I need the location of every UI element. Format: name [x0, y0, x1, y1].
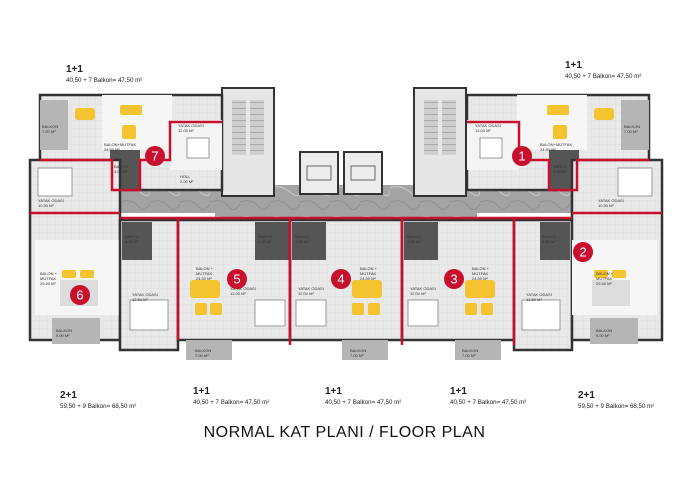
unit-marker-4: 4 — [331, 269, 351, 289]
unit-marker-6: 6 — [70, 285, 90, 305]
svg-text:1: 1 — [518, 149, 525, 164]
unit-marker-5: 5 — [227, 269, 247, 289]
unit-marker-3: 3 — [444, 269, 464, 289]
unit-marker-1: 1 — [512, 146, 532, 166]
svg-text:7: 7 — [151, 149, 158, 164]
unit-6 — [28, 158, 180, 352]
unit-markers: 7 1 6 5 4 3 2 — [70, 146, 593, 305]
unit-marker-2: 2 — [573, 242, 593, 262]
unit-5 — [176, 218, 292, 360]
svg-text:2: 2 — [579, 245, 586, 260]
svg-text:6: 6 — [76, 288, 83, 303]
stair-core-right — [413, 87, 467, 197]
plan-title: NORMAL KAT PLANI / FLOOR PLAN — [203, 424, 486, 441]
unit-7 — [38, 93, 224, 192]
svg-text:5: 5 — [233, 272, 240, 287]
elevators — [299, 151, 383, 195]
svg-text:4: 4 — [337, 272, 344, 287]
stair-core-left — [221, 87, 275, 197]
unit-boundaries — [30, 120, 662, 345]
svg-text:3: 3 — [450, 272, 457, 287]
unit-marker-7: 7 — [145, 146, 165, 166]
